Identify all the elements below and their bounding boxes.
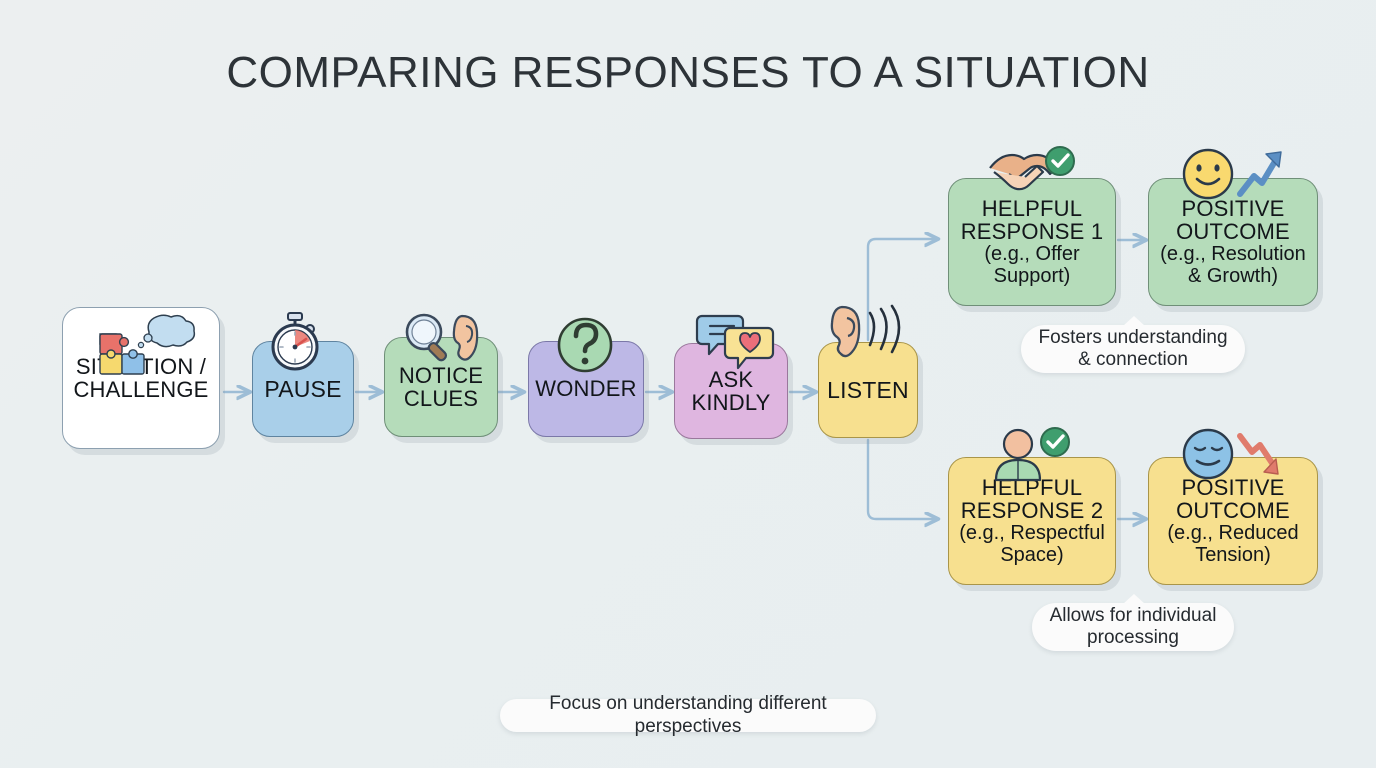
node-helpful-response-2[interactable]: HELPFUL RESPONSE 2 (e.g., Respectful Spa… — [948, 457, 1116, 585]
node-label: POSITIVE OUTCOME — [1176, 195, 1290, 244]
node-label: ASK KINDLY — [691, 366, 771, 415]
node-pause[interactable]: PAUSE — [252, 341, 354, 437]
caption-text: Fosters understanding & connection — [1038, 326, 1228, 370]
node-label: NOTICE CLUES — [398, 362, 484, 411]
node-label: WONDER — [535, 376, 637, 402]
node-label: HELPFUL RESPONSE 1 — [960, 195, 1104, 244]
caption-top: Fosters understanding & connection — [1021, 316, 1245, 373]
node-wonder[interactable]: WONDER — [528, 341, 644, 437]
footer-caption: Focus on understanding different perspec… — [500, 693, 876, 737]
node-sublabel: (e.g., Offer Support) — [984, 243, 1080, 287]
node-label: SITUATION / CHALLENGE — [73, 353, 209, 402]
node-situation-challenge[interactable]: SITUATION / CHALLENGE — [62, 307, 220, 449]
node-label: LISTEN — [827, 376, 909, 403]
node-helpful-response-1[interactable]: HELPFUL RESPONSE 1 (e.g., Offer Support) — [948, 178, 1116, 306]
node-positive-outcome-1[interactable]: POSITIVE OUTCOME (e.g., Resolution & Gro… — [1148, 178, 1318, 306]
node-label: PAUSE — [264, 375, 342, 402]
footer-caption-text: Focus on understanding different perspec… — [549, 693, 827, 737]
node-listen[interactable]: LISTEN — [818, 342, 918, 438]
node-sublabel: (e.g., Resolution & Growth) — [1160, 243, 1306, 287]
pill-nub — [1123, 316, 1145, 326]
node-notice-clues[interactable]: NOTICE CLUES — [384, 337, 498, 437]
node-ask-kindly[interactable]: ASK KINDLY — [674, 343, 788, 439]
caption-bottom: Allows for individual processing — [1032, 594, 1234, 651]
node-label: HELPFUL RESPONSE 2 — [960, 474, 1104, 523]
node-label: POSITIVE OUTCOME — [1176, 474, 1290, 523]
node-positive-outcome-2[interactable]: POSITIVE OUTCOME (e.g., Reduced Tension) — [1148, 457, 1318, 585]
page-title: COMPARING RESPONSES TO A SITUATION — [226, 48, 1150, 97]
pill-nub — [1123, 594, 1145, 604]
caption-text: Allows for individual processing — [1049, 604, 1217, 648]
node-sublabel: (e.g., Reduced Tension) — [1167, 522, 1299, 566]
node-sublabel: (e.g., Respectful Space) — [959, 522, 1105, 566]
